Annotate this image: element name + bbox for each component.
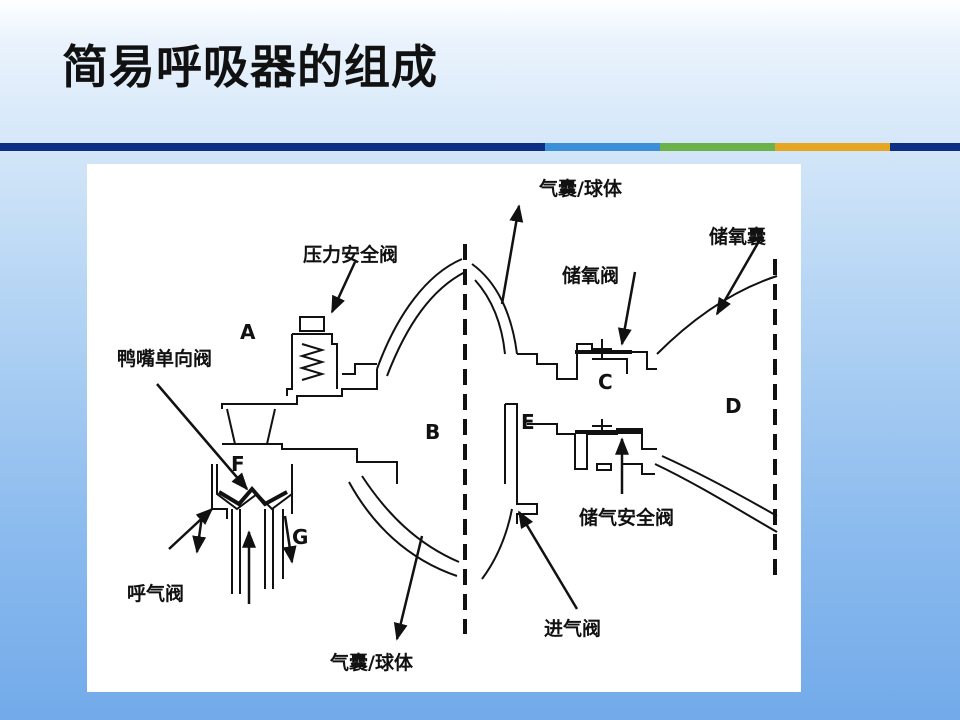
- diagram-drawing: [156, 204, 778, 641]
- label-balloon-bottom: 气囊/球体: [330, 652, 413, 674]
- label-oxygen-storage-valve: 储氧阀: [562, 265, 620, 287]
- slide-title: 简易呼吸器的组成: [62, 40, 438, 94]
- reservoir-lower-curve: [654, 463, 778, 533]
- label-pressure-safety-valve: 压力安全阀: [303, 244, 399, 266]
- right-valve-lower: [516, 464, 538, 524]
- right-valve-e-frame: [504, 403, 518, 484]
- arrow-exhale-out-left: [192, 515, 207, 554]
- pressure-valve-stack: [286, 333, 338, 396]
- title-divider-bar: [0, 143, 960, 151]
- duckbill-valve: [217, 485, 288, 507]
- left-nozzle: [342, 363, 377, 375]
- resuscitator-diagram: 压力安全阀 鸭嘴单向阀 呼气阀 气囊/球体 气囊/球体 储氧阀 储氧囊 储气安全…: [87, 164, 801, 692]
- arrow-exhale-out-right: [282, 515, 297, 564]
- arrow-pressure-valve: [330, 261, 357, 314]
- title-divider-blue-segment: [545, 143, 660, 151]
- right-valve-upper: [517, 343, 657, 380]
- left-valve-mid: [222, 443, 398, 484]
- letter-c: C: [598, 370, 613, 394]
- exhale-tube-mid: [264, 509, 274, 589]
- arrow-balloon-bottom: [393, 535, 424, 641]
- pressure-valve-spring: [298, 343, 326, 381]
- label-reservoir-safety-valve: 储气安全阀: [579, 507, 675, 529]
- left-balloon-lower-outer: [348, 481, 458, 577]
- letter-b: B: [425, 420, 441, 444]
- letter-f: F: [231, 452, 245, 476]
- left-balloon-inner: [386, 271, 466, 377]
- letter-a: A: [240, 320, 256, 344]
- arrow-oxygen-valve: [617, 271, 637, 346]
- title-divider-green-segment: [660, 143, 775, 151]
- label-intake-valve: 进气阀: [544, 618, 602, 640]
- arrow-intake-valve: [517, 510, 579, 610]
- letter-g: G: [292, 525, 309, 549]
- right-valve-c-box: [592, 358, 628, 374]
- left-valve-top: [221, 369, 378, 409]
- right-balloon-lower: [481, 508, 513, 580]
- arrow-exhale-valve: [168, 507, 214, 550]
- arrow-duckbill-valve: [156, 383, 249, 491]
- letter-e: E: [521, 410, 535, 434]
- reservoir-upper-curve: [656, 275, 778, 355]
- arrow-reservoir-bag: [715, 235, 764, 316]
- right-valve-lower-step: [622, 463, 655, 475]
- left-balloon-lower-inner: [361, 475, 460, 563]
- left-valve-bucket: [226, 408, 276, 445]
- right-valve-stem-top: [592, 339, 612, 359]
- left-valve-side: [211, 464, 293, 519]
- right-valve-plug: [596, 463, 612, 471]
- label-balloon-top: 气囊/球体: [539, 178, 622, 200]
- label-duckbill-valve: 鸭嘴单向阀: [117, 348, 213, 370]
- right-balloon-inner: [474, 279, 506, 355]
- exhale-tube-left: [231, 509, 241, 594]
- title-divider-orange-segment: [775, 143, 890, 151]
- left-valve-lower: [216, 464, 293, 511]
- arrow-balloon-top: [500, 204, 524, 305]
- reservoir-lower-curve-2: [661, 455, 778, 517]
- left-balloon-outer: [376, 258, 463, 370]
- label-exhale-valve: 呼气阀: [127, 583, 185, 605]
- label-oxygen-reservoir-bag: 储氧囊: [709, 226, 767, 248]
- pressure-valve-cap: [299, 316, 325, 332]
- letter-d: D: [725, 394, 742, 418]
